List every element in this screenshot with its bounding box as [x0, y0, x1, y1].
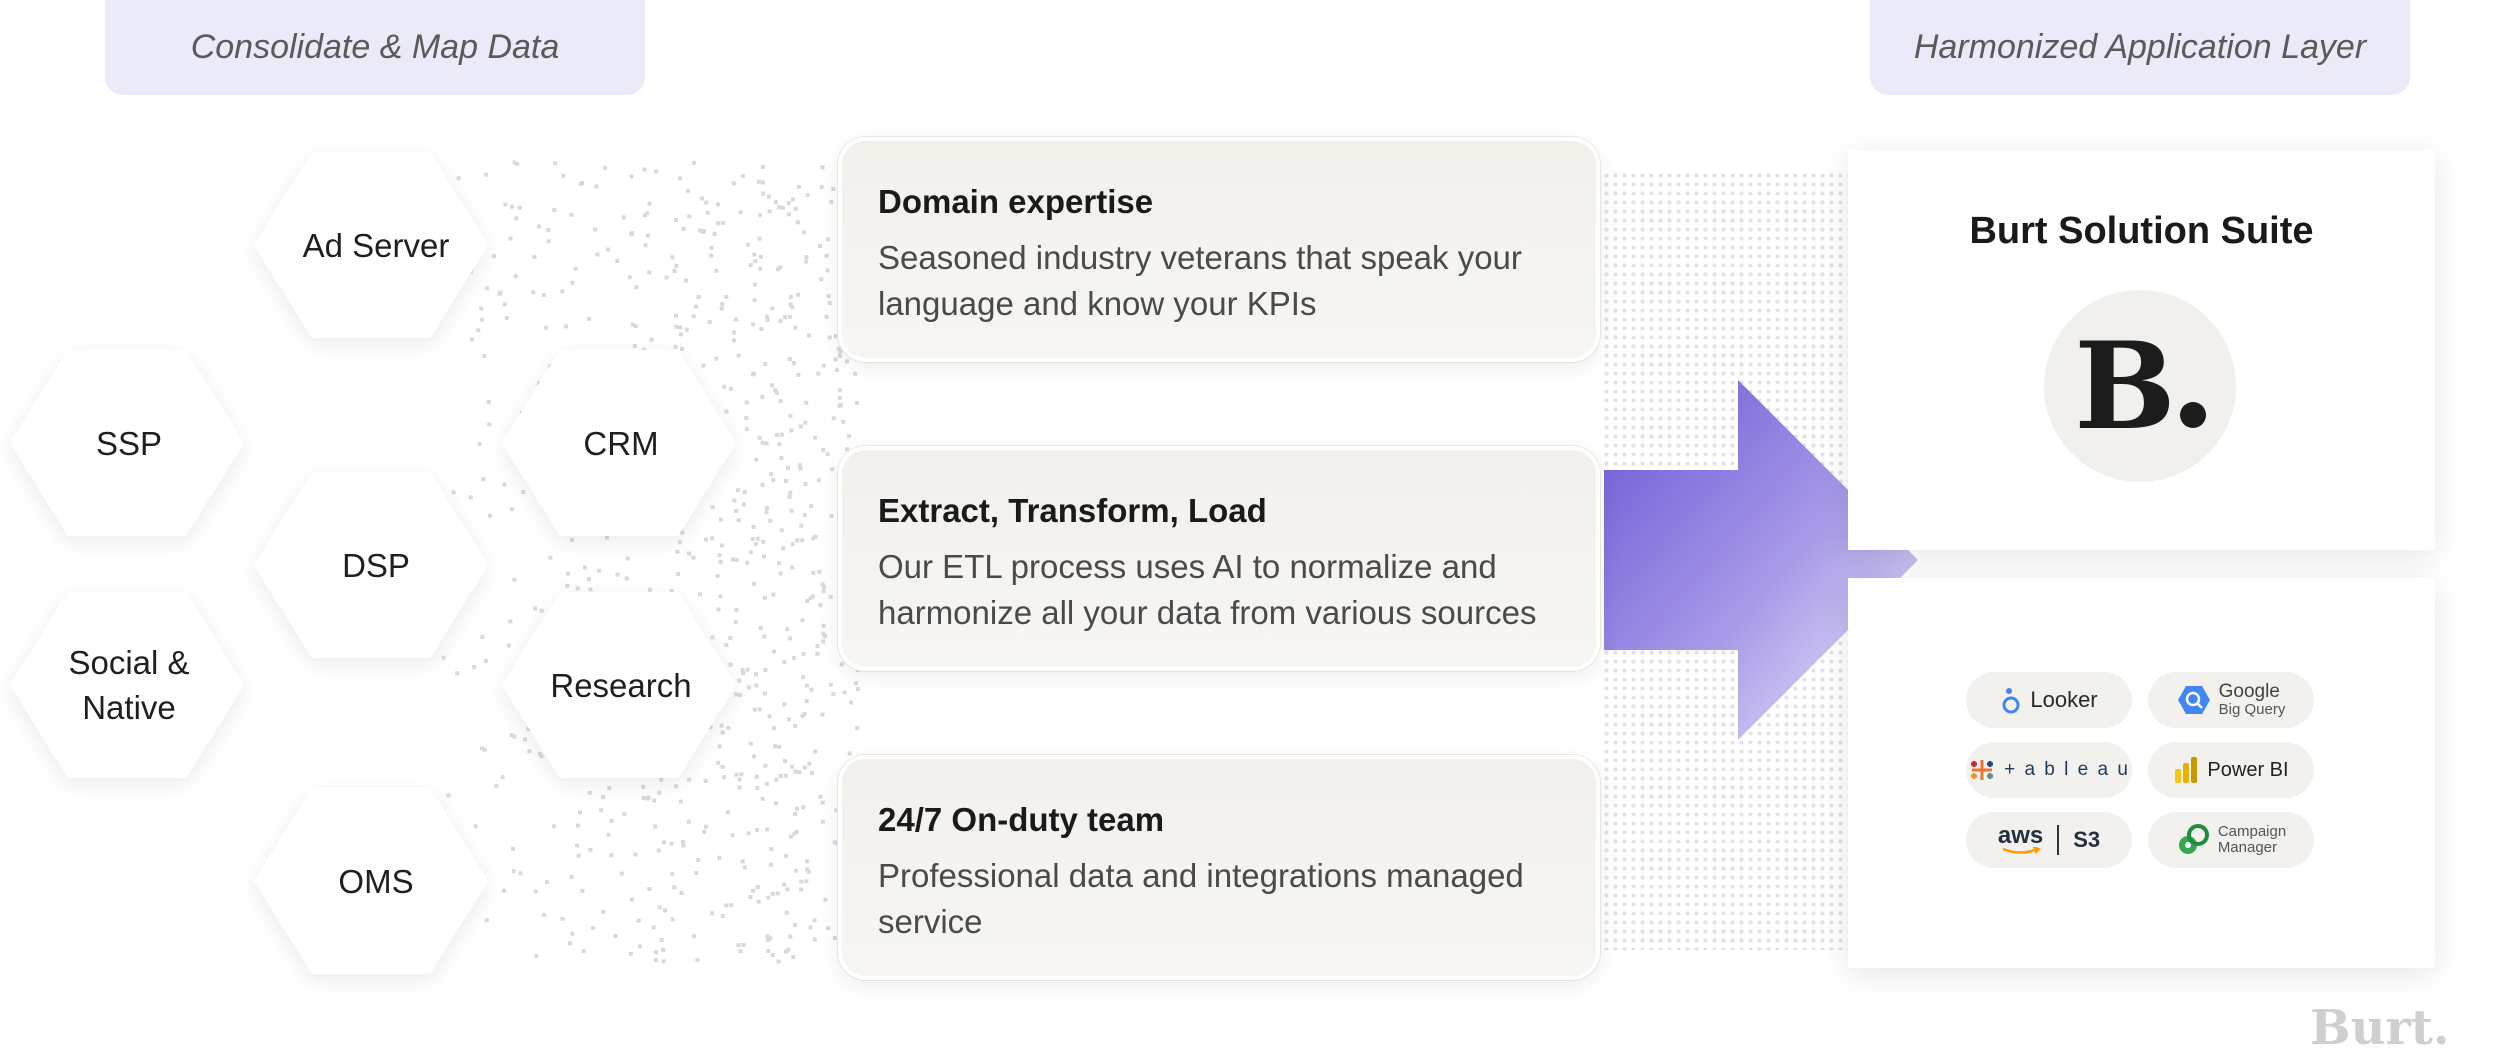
tool-campaign-manager: Campaign Manager [2148, 812, 2314, 868]
aws-s3-icon [2002, 847, 2041, 854]
tool-sublabel: Manager [2217, 839, 2278, 856]
burt-logo-icon: B [2044, 290, 2236, 482]
tool-label: Power BI [2207, 758, 2289, 781]
card-body: Professional data and integrations manag… [878, 857, 1524, 940]
header-harmonized: Harmonized Application Layer [1870, 0, 2410, 95]
source-dsp: DSP [342, 546, 410, 584]
tool-looker: Looker [1966, 672, 2132, 728]
source-crm: CRM [583, 424, 659, 462]
hex-oms [254, 788, 488, 974]
tool-sublabel: Big Query [2218, 701, 2286, 718]
header-consolidate: Consolidate & Map Data [105, 0, 645, 95]
hex-dsp [254, 472, 488, 658]
hex-ssp [10, 350, 244, 536]
source-oms: OMS [338, 862, 414, 900]
tool-label: + a b l e a u [2004, 759, 2130, 780]
suite-title: Burt Solution Suite [1969, 210, 2314, 252]
card-body: Seasoned industry veterans that speak yo… [878, 239, 1522, 322]
tool-label: aws [1997, 822, 2044, 849]
card-title: Extract, Transform, Load [878, 492, 1267, 529]
card-title: Domain expertise [878, 183, 1154, 220]
bigquery-icon [2177, 686, 2210, 714]
card-on-duty-team: 24/7 On-duty team Professional data and … [838, 755, 1600, 980]
hex-ad-server [254, 152, 488, 338]
source-ssp: SSP [95, 424, 163, 462]
tool-label: Campaign [2217, 823, 2287, 840]
tool-sublabel: S3 [2073, 827, 2101, 852]
hex-crm [502, 350, 736, 536]
card-body: Our ETL process uses AI to normalize and… [878, 548, 1537, 631]
tool-bigquery: Google Big Query [2148, 672, 2314, 728]
tableau-icon [1971, 760, 1994, 780]
source-ad-server: Ad Server [302, 226, 450, 264]
tool-tableau: + a b l e a u [1966, 742, 2132, 798]
hex-research [502, 592, 736, 778]
card-title: 24/7 On-duty team [878, 801, 1165, 838]
source-research: Research [550, 666, 692, 704]
logo-letter: B [2074, 315, 2176, 457]
source-social-native: Social & Native [68, 644, 190, 726]
card-etl: Extract, Transform, Load Our ETL process… [838, 446, 1600, 671]
hex-social-native [10, 592, 244, 778]
tools-panel: Looker Google Big Query [1848, 578, 2435, 968]
tool-powerbi: Power BI [2148, 742, 2314, 798]
campaign-manager-icon [2178, 824, 2209, 854]
powerbi-icon [2175, 757, 2198, 783]
card-domain-expertise: Domain expertise Seasoned industry veter… [838, 137, 1600, 362]
tool-aws-s3: aws S3 [1966, 812, 2132, 868]
looker-icon [2002, 688, 2020, 714]
burt-watermark: Burt. [2310, 1000, 2450, 1056]
tool-label: Google [2218, 681, 2280, 702]
tool-label: Looker [2030, 687, 2098, 712]
solution-suite-panel: Burt Solution Suite B [1848, 150, 2435, 550]
